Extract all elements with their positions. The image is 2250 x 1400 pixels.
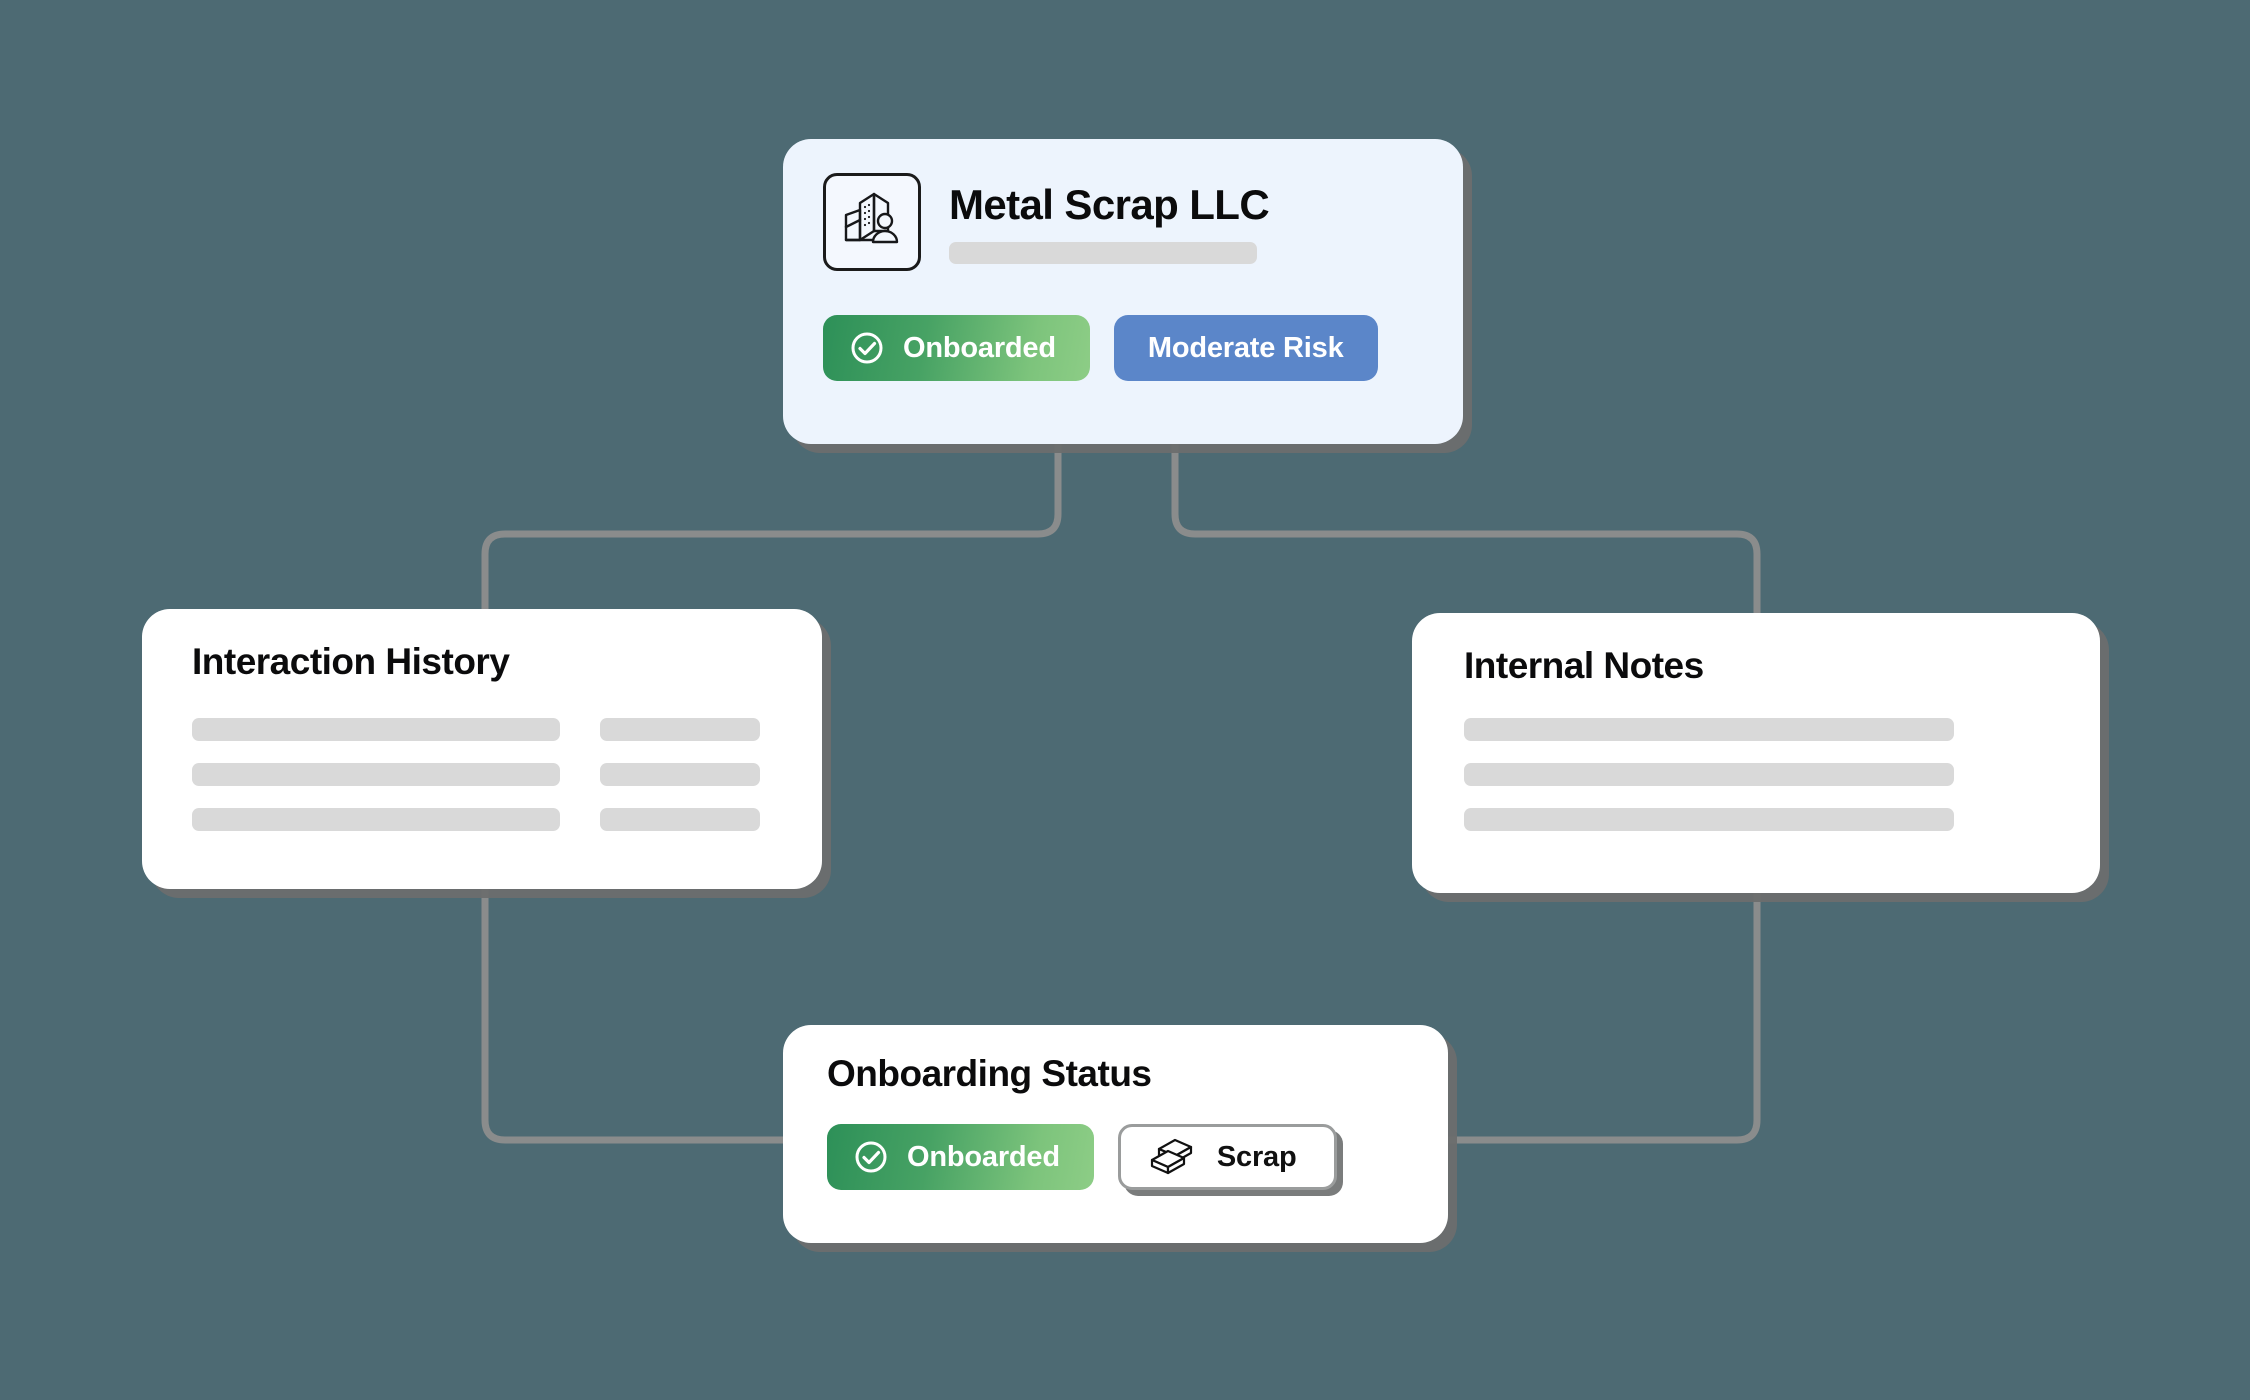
interaction-history-card[interactable]: Interaction History <box>142 609 822 889</box>
status-badge-onboarded-label: Onboarded <box>903 331 1056 364</box>
placeholder-row <box>192 763 772 786</box>
company-meta: Metal Scrap LLC <box>949 180 1270 264</box>
placeholder-bar <box>192 763 560 786</box>
placeholder-bar <box>192 718 560 741</box>
placeholder-bar <box>600 718 760 741</box>
internal-notes-title: Internal Notes <box>1464 645 1704 686</box>
placeholder-bar <box>192 808 560 831</box>
placeholder-bar <box>600 763 760 786</box>
placeholder-bar <box>1464 808 1954 831</box>
check-circle-icon <box>855 1141 887 1173</box>
placeholder-bar <box>1464 763 1954 786</box>
onboarding-status-badge-row: Onboarded Scrap <box>827 1124 1404 1190</box>
status-badge-onboarded-label: Onboarded <box>907 1140 1060 1173</box>
metal-ingots-icon <box>1150 1138 1192 1175</box>
status-badge-onboarded[interactable]: Onboarded <box>827 1124 1094 1190</box>
risk-badge-moderate-label: Moderate Risk <box>1147 331 1344 364</box>
status-badge-onboarded[interactable]: Onboarded <box>823 315 1090 381</box>
connector-notes-to-status <box>1440 870 1761 1144</box>
interaction-history-title: Interaction History <box>192 641 510 682</box>
check-circle-icon <box>851 332 883 364</box>
onboarding-status-title: Onboarding Status <box>827 1053 1152 1094</box>
onboarding-status-card[interactable]: Onboarding Status Onboarded <box>783 1025 1448 1243</box>
placeholder-row <box>192 718 772 741</box>
company-header: Metal Scrap LLC <box>823 173 1423 271</box>
category-badge-scrap[interactable]: Scrap <box>1117 1124 1338 1190</box>
placeholder-bar <box>600 808 760 831</box>
company-name: Metal Scrap LLC <box>949 181 1270 228</box>
risk-badge-moderate[interactable]: Moderate Risk <box>1113 315 1378 381</box>
company-logo <box>823 173 921 271</box>
office-building-person-icon <box>844 192 899 244</box>
internal-notes-card[interactable]: Internal Notes <box>1412 613 2100 893</box>
internal-notes-placeholder-list <box>1464 718 2048 831</box>
category-badge-scrap-label: Scrap <box>1216 1140 1297 1173</box>
placeholder-bar <box>1464 718 1954 741</box>
interaction-history-placeholder-list <box>192 718 772 831</box>
company-subtitle-placeholder <box>949 242 1257 264</box>
connector-interaction-to-status <box>481 865 800 1144</box>
company-badge-row: Onboarded Moderate Risk <box>823 315 1423 381</box>
placeholder-row <box>192 808 772 831</box>
company-card[interactable]: Metal Scrap LLC Onboarded Moderate Risk <box>783 139 1463 444</box>
